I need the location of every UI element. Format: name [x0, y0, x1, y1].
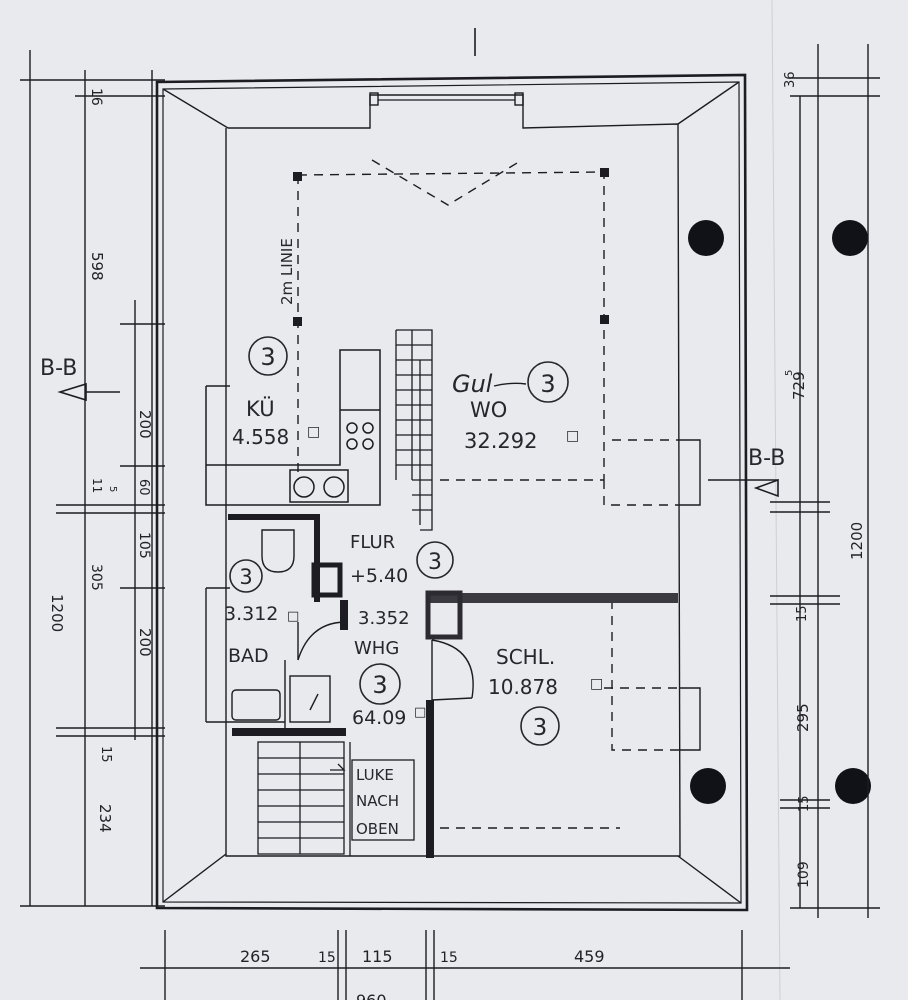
outer-walls — [155, 73, 749, 912]
bath-fixtures — [231, 529, 347, 723]
unit-name: WHG — [354, 638, 399, 659]
dim-right-729: 729 — [790, 371, 808, 400]
core-walls — [205, 514, 678, 858]
unit-area-unit: □ — [414, 705, 426, 720]
punch-hole-icon — [835, 768, 871, 804]
dim-bottom-total: 960 — [356, 991, 387, 1000]
right-dormers — [680, 439, 701, 751]
living-marker: 3 — [540, 370, 555, 398]
bath-name: BAD — [228, 645, 269, 667]
marker-leader — [493, 382, 527, 387]
section-label-left: B-B — [40, 356, 77, 381]
dim-left-305: 305 — [88, 564, 104, 591]
right-dimension-lines — [770, 44, 880, 918]
dim-bottom-459: 459 — [574, 947, 605, 966]
punch-hole-icon — [690, 768, 726, 804]
post-marker — [293, 317, 302, 326]
dim-bottom-115: 115 — [362, 947, 393, 966]
bottom-dimension-lines — [140, 930, 790, 1000]
height-line-label: 2m LINIE — [278, 238, 296, 305]
hall-marker: 3 — [428, 550, 442, 575]
bedroom-marker: 3 — [533, 715, 548, 741]
hall-name: FLUR — [350, 532, 395, 553]
unit-area: 64.09 — [352, 707, 406, 729]
interior-walls — [205, 349, 381, 506]
dim-left-200b: 200 — [136, 628, 154, 657]
dim-right-outer: 1200 — [848, 522, 866, 560]
hatch-label-1: LUKE — [356, 766, 394, 784]
living-area: 32.292 — [464, 429, 537, 453]
dim-left-60: 60 — [136, 479, 151, 496]
bath-area: 3.312 — [224, 603, 278, 625]
door-swings — [431, 639, 474, 701]
dim-left-234: 234 — [96, 804, 114, 833]
hall-level: +5.40 — [350, 565, 408, 587]
left-dimension-lines — [20, 50, 165, 907]
hall-area: 3.352 — [358, 608, 410, 629]
dim-bottom-265: 265 — [240, 947, 271, 966]
bedroom-name: SCHL. — [496, 645, 555, 669]
section-arrow-icon — [753, 478, 779, 498]
dim-left-200a: 200 — [136, 410, 154, 439]
post-marker — [600, 168, 609, 177]
unit-marker-circle — [359, 663, 401, 705]
dim-bottom-15a: 15 — [318, 950, 336, 966]
kitchen-marker-circle — [248, 336, 288, 376]
bedroom-area-unit: □ — [590, 676, 603, 692]
dim-left-15: 15 — [98, 746, 113, 763]
dim-left-outer: 1200 — [48, 594, 66, 632]
living-initials: Gul — [452, 370, 493, 398]
bath-marker: 3 — [239, 565, 252, 589]
stairs-up — [395, 329, 433, 531]
dim-right-36: 36 — [783, 71, 798, 88]
dim-right-295: 295 — [794, 703, 812, 732]
unit-marker: 3 — [372, 671, 387, 699]
dim-bottom-15b: 15 — [440, 950, 458, 966]
punch-hole-icon — [832, 220, 868, 256]
punch-hole-icon — [688, 220, 724, 256]
hatch-label-2: NACH — [356, 792, 399, 810]
bedroom-marker-circle — [520, 706, 560, 746]
hall-marker-circle — [416, 541, 454, 579]
kitchen-name: KÜ — [246, 396, 275, 421]
kitchen-area: 4.558 — [232, 425, 289, 449]
bath-area-unit: □ — [287, 609, 299, 624]
hatch-label-3: OBEN — [356, 820, 399, 838]
kitchen-marker: 3 — [260, 343, 275, 371]
bedroom-area: 10.878 — [488, 675, 558, 699]
dim-right-109: 109 — [796, 861, 812, 888]
bath-marker-circle — [229, 559, 263, 593]
kitchen-area-unit: □ — [307, 424, 320, 440]
living-area-unit: □ — [566, 428, 579, 444]
dim-left-598: 598 — [88, 252, 106, 281]
dim-left-11: 11 — [90, 478, 104, 493]
stairs-down — [257, 741, 415, 856]
dim-right-15a: 15 — [795, 605, 810, 622]
dim-left-16: 16 — [88, 88, 104, 106]
paper-fold — [771, 0, 781, 1000]
dim-right-15b: 15 — [797, 795, 812, 812]
living-name: WO — [470, 398, 507, 422]
dim-left-105: 105 — [136, 532, 152, 559]
post-marker — [600, 315, 609, 324]
post-marker — [293, 172, 302, 181]
dim-right-5: 5 — [784, 370, 795, 376]
dim-left-5: 5 — [107, 486, 118, 492]
section-label-right: B-B — [748, 446, 785, 471]
living-marker-circle — [527, 361, 569, 403]
